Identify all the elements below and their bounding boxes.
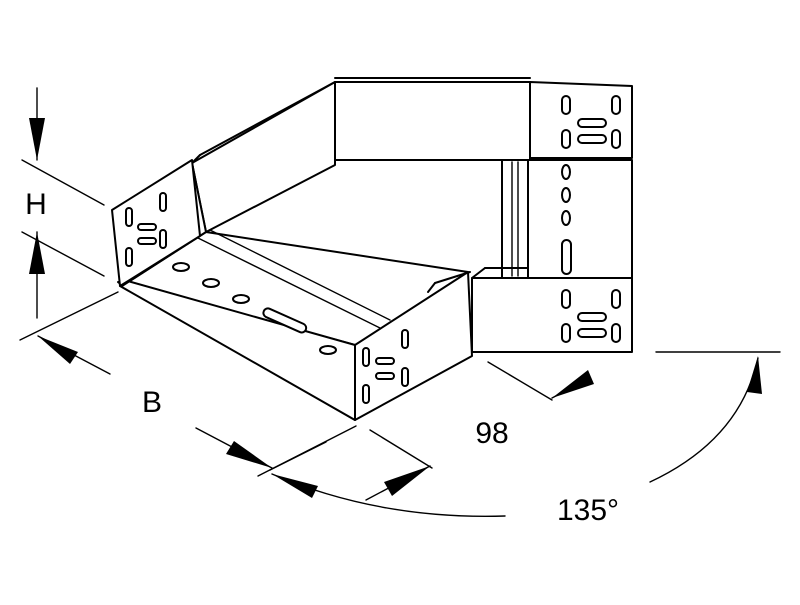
right-arm [334, 77, 633, 353]
arrow-head [272, 474, 318, 498]
left-arm [111, 81, 473, 421]
floor-slot [172, 262, 190, 272]
wall-top-edge [199, 81, 336, 156]
arrow-head [552, 370, 594, 398]
plate-lip [427, 282, 436, 293]
arrow-head [747, 356, 762, 394]
arrow-head [29, 118, 45, 160]
right-front-face [471, 277, 633, 353]
end-plate-slot [577, 312, 607, 322]
extension-line [487, 361, 553, 401]
floor-slot [561, 210, 571, 226]
arrow-head [384, 466, 430, 496]
end-plate-hole [362, 384, 370, 404]
end-plate-hole [561, 95, 571, 115]
end-plate-hole [561, 323, 571, 343]
end-plate-hole [561, 129, 571, 149]
length-dimension: 98 [365, 361, 594, 501]
width-label: B [142, 386, 162, 419]
left-inner-side-wall [191, 81, 336, 233]
long-floor-slot [262, 307, 308, 334]
floor-slot [232, 294, 250, 304]
end-plate-slot [577, 328, 607, 338]
arrow-head [29, 232, 45, 274]
end-plate-hole [401, 367, 409, 387]
height-dimension: H [21, 87, 105, 319]
end-plate-slot [375, 357, 395, 365]
angle-reference-line [269, 441, 327, 471]
end-plate-hole [611, 129, 621, 149]
floor-slot [561, 187, 571, 203]
arrow-head [38, 336, 78, 364]
end-plate-hole [561, 289, 571, 309]
extension-line [369, 429, 433, 469]
rib-wall [501, 159, 529, 279]
end-plate-slot [375, 372, 395, 380]
height-label: H [25, 188, 47, 221]
extension-line [19, 291, 119, 341]
long-floor-slot [561, 239, 572, 275]
end-plate-hole [362, 347, 370, 367]
end-plate-hole [159, 229, 167, 249]
floor-rib-line [197, 237, 381, 329]
arrow-head [226, 441, 272, 468]
floor-slot [319, 345, 337, 355]
end-plate-slot [137, 237, 157, 245]
end-plate-hole [611, 289, 621, 309]
angle-arc [271, 473, 506, 518]
left-end-plate-outline [111, 159, 201, 287]
mid-end-plate [354, 271, 473, 421]
angle-arc [649, 357, 759, 483]
end-plate-hole [159, 192, 167, 212]
extension-line [21, 159, 105, 206]
right-floor-panel [527, 159, 633, 279]
floor-rib-line [209, 229, 391, 321]
wall-lip [191, 154, 201, 164]
end-plate-slot [137, 223, 157, 231]
end-plate-hole [611, 323, 621, 343]
length-label: 98 [475, 417, 508, 450]
angle-label: 135° [557, 494, 619, 527]
floor-slot [561, 164, 571, 180]
face-lip [471, 267, 486, 279]
angle-dimension: 135° [269, 351, 781, 527]
end-plate-slot [577, 134, 607, 144]
end-plate-slot [577, 118, 607, 128]
end-plate-hole [125, 247, 133, 267]
floor-slot [202, 278, 220, 288]
right-back-wall [334, 81, 531, 161]
end-plate-hole [125, 207, 133, 227]
end-plate-hole [611, 95, 621, 115]
end-plate-hole [401, 329, 409, 349]
plate-lip [434, 271, 471, 284]
